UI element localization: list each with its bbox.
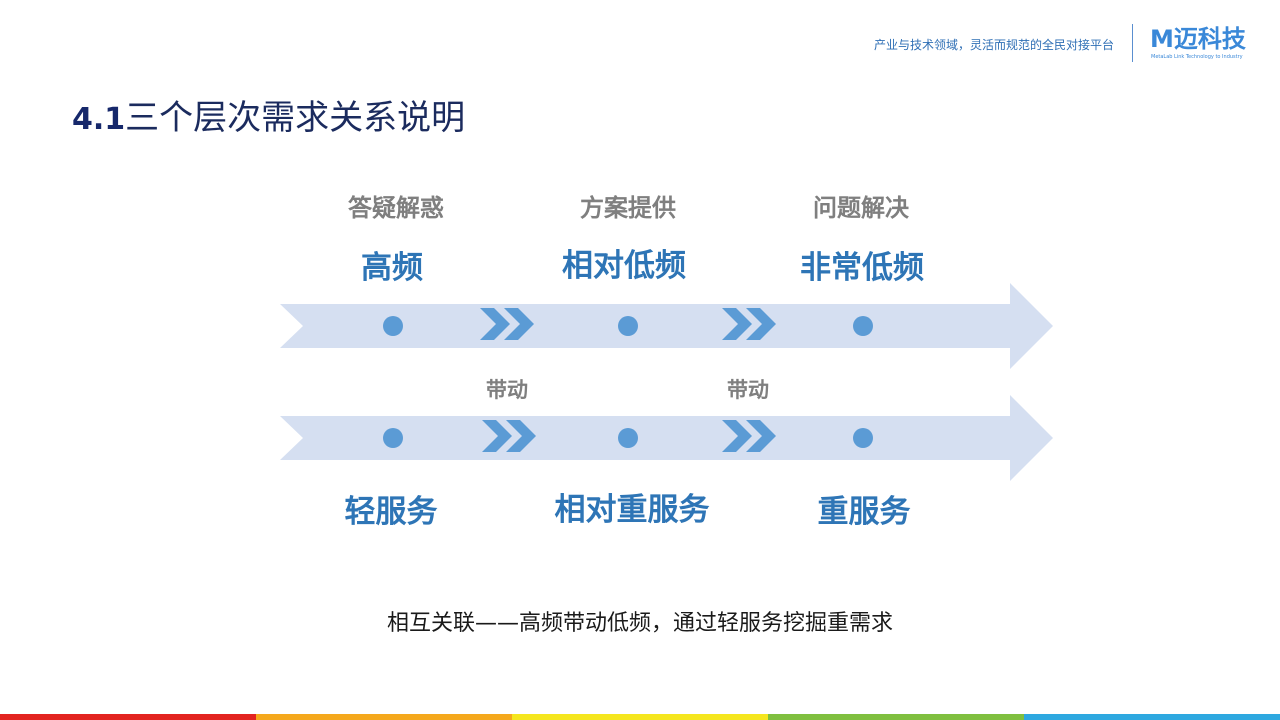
title-text: 三个层次需求关系说明 [125, 98, 466, 138]
stage-1-frequency-dot [383, 316, 403, 336]
stage-3-frequency-dot [853, 316, 873, 336]
stage-3-frequency: 非常低频 [800, 250, 924, 286]
header-tagline: 产业与技术领域，灵活而规范的全民对接平台 [873, 38, 1114, 52]
drives-label: 带动 [486, 378, 528, 402]
chevron-icon [722, 420, 752, 452]
stage-2-frequency: 相对低频 [562, 248, 686, 284]
drives-label: 带动 [727, 378, 769, 402]
chevron-icon [746, 420, 776, 452]
logo-slogan: MetaLab Link Technology to Industry [1151, 54, 1243, 60]
stage-1-service: 轻服务 [344, 494, 438, 530]
stage-1-frequency: 高频 [361, 250, 423, 286]
chevron-icon [746, 308, 776, 340]
footer-segment-blue [1024, 714, 1280, 720]
chevron-icon [482, 420, 512, 452]
stage-3-service-dot [853, 428, 873, 448]
chevron-icon [506, 420, 536, 452]
footer-segment-red [0, 714, 256, 720]
footer-segment-orange [256, 714, 512, 720]
service-arrow [280, 395, 1053, 481]
stage-3-service: 重服务 [817, 494, 911, 530]
logo-wordmark: M迈科技 [1150, 25, 1246, 53]
stage-3-type: 问题解决 [813, 194, 909, 222]
summary-text: 相互关联——高频带动低频，通过轻服务挖掘重需求 [386, 611, 893, 636]
stage-2-service: 相对重服务 [554, 492, 710, 528]
footer-segment-yellow [512, 714, 768, 720]
chevron-icon [480, 308, 510, 340]
stage-2-service-dot [618, 428, 638, 448]
chevron-icon [504, 308, 534, 340]
header-divider [1132, 24, 1133, 62]
footer-color-bar [0, 714, 1280, 720]
stage-2-type: 方案提供 [580, 194, 676, 222]
stage-1-service-dot [383, 428, 403, 448]
footer-segment-green [768, 714, 1024, 720]
metalab-logo: M迈科技 MetaLab Link Technology to Industry [1150, 24, 1262, 64]
section-number: 4.1 [72, 102, 126, 137]
page-title: 4.1三个层次需求关系说明 [72, 96, 465, 142]
stage-1-type: 答疑解惑 [348, 194, 444, 222]
chevron-icon [722, 308, 752, 340]
stage-2-frequency-dot [618, 316, 638, 336]
frequency-arrow [280, 283, 1053, 369]
